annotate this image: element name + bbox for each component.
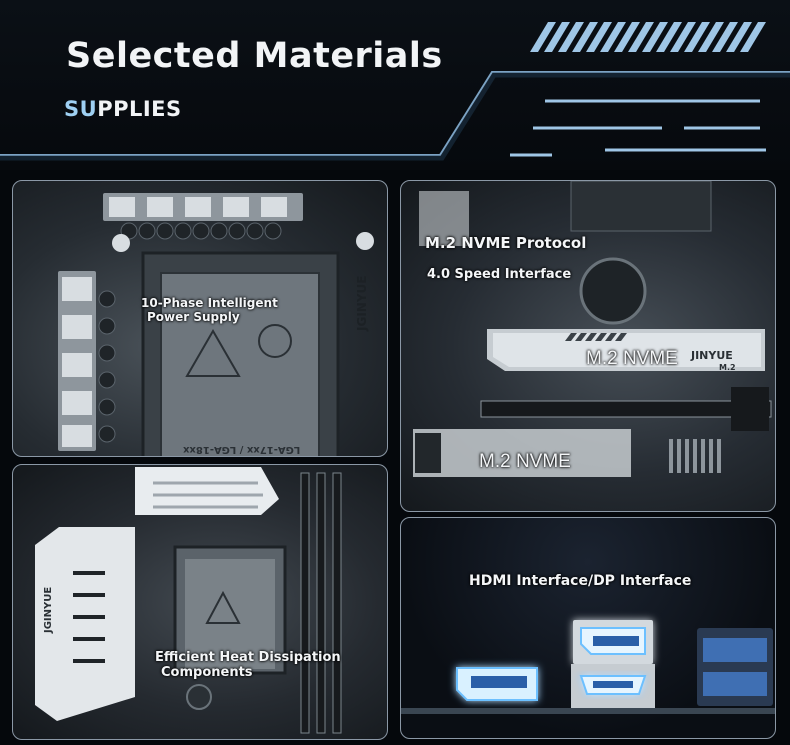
power-supply-panel: 10-Phase Intelligent Power Supply JGINYU… (12, 180, 388, 457)
heat-board-illustration (35, 467, 342, 734)
subtitle-rest: PPLIES (97, 97, 182, 121)
page-subtitle: SUPPLIES (64, 97, 182, 121)
page-title: Selected Materials (66, 36, 443, 76)
m2-speed-label: 4.0 Speed Interface (427, 267, 572, 282)
header-lines (510, 99, 766, 157)
displayport-icon (456, 667, 538, 701)
m2-slot1-label: M.2 NVME (586, 348, 678, 369)
m2-heatsink-brand: JINYUE (691, 349, 733, 362)
power-brand-text: JGINYUE (355, 275, 369, 331)
power-label-line2: Power Supply (147, 310, 240, 324)
heat-brand-text: JGINYUE (43, 586, 54, 633)
heat-label-line2: Components (161, 665, 253, 680)
m2-nvme-panel: M.2 NVME Protocol 4.0 Speed Interface M.… (400, 180, 776, 512)
power-socket-text: LGA-17xx / LGA-18xx (183, 444, 301, 455)
header-banner: Selected Materials SUPPLIES (0, 0, 790, 170)
hdmi-icon (579, 675, 647, 695)
header-stripes (530, 22, 766, 52)
heat-label-line1: Efficient Heat Dissipation (155, 650, 341, 665)
io-interface-panel: HDMI Interface/DP Interface (400, 517, 776, 739)
header-decoration (0, 22, 790, 161)
heat-dissipation-panel: JGINYUE Efficient Heat Dissipation Compo… (12, 464, 388, 740)
io-interface-title: HDMI Interface/DP Interface (469, 573, 692, 589)
io-ports-illustration (401, 620, 775, 714)
m2-protocol-title: M.2 NVME Protocol (425, 234, 587, 252)
m2-heatsink-tag: M.2 (719, 363, 736, 372)
power-label-line1: 10-Phase Intelligent (141, 296, 278, 310)
power-board-illustration (58, 193, 374, 456)
subtitle-highlight: SU (64, 97, 98, 121)
m2-board-illustration (413, 181, 772, 477)
displayport-stacked-icon (573, 620, 653, 664)
m2-slot2-label: M.2 NVME (479, 451, 571, 472)
